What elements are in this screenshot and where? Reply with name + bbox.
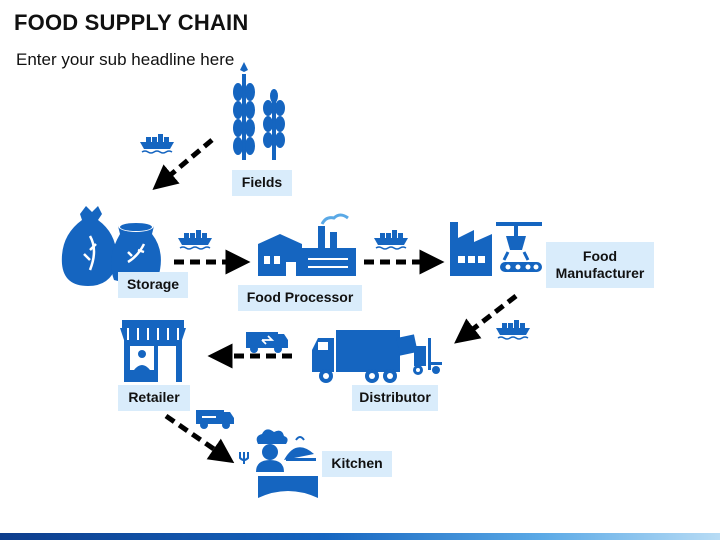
shop-icon: [120, 320, 186, 382]
label-storage: Storage: [118, 272, 188, 298]
label-distributor: Distributor: [352, 385, 438, 411]
factory-icon: [258, 213, 356, 276]
van-icon: [196, 410, 234, 429]
truck-icon: [312, 330, 400, 383]
label-fields: Fields: [232, 170, 292, 196]
label-food-processor: Food Processor: [238, 285, 362, 311]
arrow-retailer-to-kitchen: [164, 413, 235, 464]
arrow-fields-to-storage: [152, 138, 214, 191]
footer-bar: [0, 533, 720, 540]
wheat-icon: [233, 62, 285, 160]
page-title: FOOD SUPPLY CHAIN: [14, 10, 249, 35]
sack-icon: [61, 206, 161, 286]
label-retailer: Retailer: [118, 385, 190, 411]
forklift-icon: [396, 334, 442, 375]
flow-arrows: [152, 138, 518, 464]
ship-icon: [495, 319, 531, 340]
arrow-manufacturer-to-distributor: [454, 294, 518, 344]
label-food-manufacturer: Food Manufacturer: [546, 242, 654, 288]
chef-icon: [239, 429, 318, 498]
ship-icon: [373, 229, 409, 250]
ship-icon: [139, 133, 175, 154]
robotic-factory-icon: [450, 222, 542, 276]
label-kitchen: Kitchen: [322, 451, 392, 477]
page-subtitle: Enter your sub headline here: [16, 50, 235, 69]
ship-icon: [177, 229, 213, 250]
van-icon: [246, 332, 288, 353]
